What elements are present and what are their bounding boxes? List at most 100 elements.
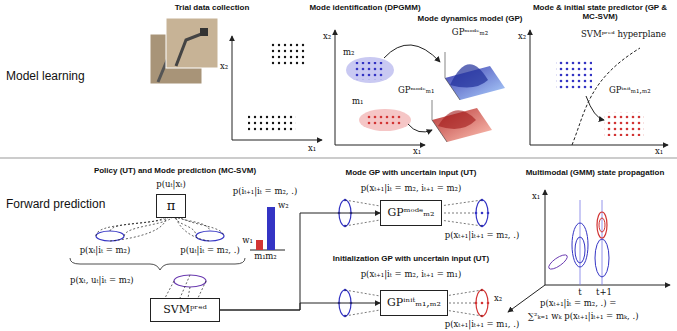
text-label: GPᵐᵒᵈᵉₘ₁ (398, 86, 434, 96)
mode-clusters-plot (346, 57, 394, 83)
text-label: p(xₜ₊₁|iₜ₊₁ = m₂, .) (445, 231, 520, 241)
gmm-propagation-plot (508, 190, 670, 312)
text-label: Policy (UT) and Mode prediction (MC-SVM) (94, 166, 256, 175)
uncertain-inputs (345, 290, 380, 296)
gmm-propagation-plot (595, 239, 609, 277)
text-label: x₂ (518, 32, 526, 42)
text-label: Multimodal (GMM) state propagation (526, 168, 665, 177)
uncertain-inputs (476, 290, 488, 316)
text-label: GPⁱⁿⁱᵗₘ₁,ₘ₂ (608, 86, 652, 96)
mode-clusters-plot (354, 62, 384, 80)
trial-data-plot (248, 114, 296, 132)
uncertain-inputs (440, 220, 482, 226)
trial-data-plot (232, 36, 233, 140)
trial-data-plot (232, 140, 322, 141)
text-label: p(uₜ|iₜ = m₂, .) (180, 246, 239, 256)
text-label: x₂ (220, 62, 228, 72)
svm-predictor-plot (530, 30, 531, 145)
trial-photos (176, 33, 204, 66)
mode-clusters-plot (335, 30, 336, 145)
mode-gp-box: GPᵐᵒᵈᵉₘ₂ (380, 200, 442, 226)
uncertain-inputs (487, 212, 490, 215)
gmm-propagation-plot (508, 285, 545, 312)
policy-fan (165, 275, 206, 298)
text-label: p(iₜ₊₁|iₜ = m₂, .) (233, 187, 298, 197)
text-label: ∑²ₖ₌₁ wₖ p(xₜ₊₁|iₜ₊₁ = mₖ, .) (528, 312, 638, 322)
policy-fan (96, 218, 164, 236)
text-label: Initialization GP with uncertain input (… (333, 254, 489, 263)
svm-predictor-plot (556, 60, 592, 90)
policy-fan (198, 281, 206, 298)
text-label: p(xₜ₊₁|iₜ = m₂, iₜ₊₁ = m₁) (361, 270, 462, 280)
policy-fan (96, 218, 224, 241)
text-label: w₁ (242, 236, 253, 246)
policy-fan (110, 218, 166, 241)
policy-fan (181, 218, 224, 236)
text-label: m₁ (254, 252, 265, 262)
uncertain-inputs (475, 199, 490, 228)
uncertain-inputs (345, 310, 380, 316)
box-text: GPᵐᵒᵈᵉₘ₂ (388, 207, 435, 219)
uncertain-inputs (440, 213, 476, 214)
gp-surfaces (432, 100, 447, 142)
gp-surfaces (432, 52, 505, 142)
uncertain-inputs (476, 200, 488, 226)
text-label: p(xₜ₊₁|iₜ = m₂, .) = (540, 299, 616, 309)
gmm-propagation-plot (597, 212, 607, 238)
text-label: Mode & initial state predictor (GP & MC-… (533, 3, 668, 21)
gmm-propagation-plot (572, 223, 588, 267)
gp-surfaces (438, 110, 476, 129)
trial-photos (166, 18, 218, 68)
gmm-propagation-plot (545, 285, 670, 286)
trial-data-plot (270, 42, 306, 66)
box-text: π (167, 199, 176, 213)
gp-surfaces (450, 64, 488, 87)
text-label: Forward prediction (6, 198, 105, 212)
text-label: p(xₜ, uₜ|iₜ = m₂) (70, 276, 134, 286)
policy-fan (124, 218, 172, 236)
mode-weights-bars (256, 240, 263, 250)
svm-predictor-box: SVMᵖʳᵉᵈ (150, 298, 220, 322)
policy-fan (174, 275, 206, 287)
text-label: Mode identification (DPGMM) (309, 3, 420, 12)
uncertain-inputs (440, 200, 482, 206)
uncertain-inputs (445, 290, 482, 296)
policy-fan (110, 218, 168, 231)
text-label: x₂ (494, 294, 502, 304)
gmm-propagation-plot (580, 200, 581, 285)
text-label: x₁ (308, 144, 316, 154)
separator (0, 158, 677, 159)
gmm-propagation-plot (545, 190, 546, 285)
gmm-propagation-plot (547, 252, 570, 271)
connector-arrow (220, 303, 380, 310)
text-label: Mode dynamics model (GP) (418, 14, 523, 23)
text-label: SVMᵖʳᵉᵈ hyperplane (580, 30, 667, 40)
text-label: p(xₜ|iₜ = m₂) (80, 246, 131, 256)
policy-fan (188, 287, 190, 298)
mode-weights-bars (267, 207, 275, 250)
uncertain-inputs (475, 289, 490, 318)
text-label: w₂ (278, 201, 289, 211)
uncertain-inputs (487, 302, 490, 305)
uncertain-inputs (440, 200, 482, 226)
policy-fan (165, 281, 174, 298)
box-text: SVMᵖʳᵉᵈ (163, 304, 207, 316)
uncertain-inputs (445, 303, 476, 304)
text-label: p(uₜ|xₜ) (156, 180, 185, 190)
policy-fan (70, 258, 245, 270)
policy-fan (70, 218, 245, 298)
text-label: x₁ (413, 147, 421, 157)
text-label: Mode GP with uncertain input (UT) (346, 168, 477, 177)
text-label: p(xₜ₊₁|iₜ₊₁ = m₁, .) (445, 320, 520, 330)
text-label: t+1 (596, 288, 612, 298)
svm-predictor-plot (572, 48, 640, 145)
text-label: Model learning (6, 70, 85, 84)
uncertain-inputs (475, 212, 478, 215)
mode-clusters-plot (408, 124, 432, 132)
text-label: x₁ (655, 147, 663, 157)
mode-clusters-plot (335, 30, 440, 145)
uncertain-inputs (481, 212, 484, 215)
trial-data-plot (232, 36, 322, 140)
text-label: m₂ (265, 252, 276, 262)
